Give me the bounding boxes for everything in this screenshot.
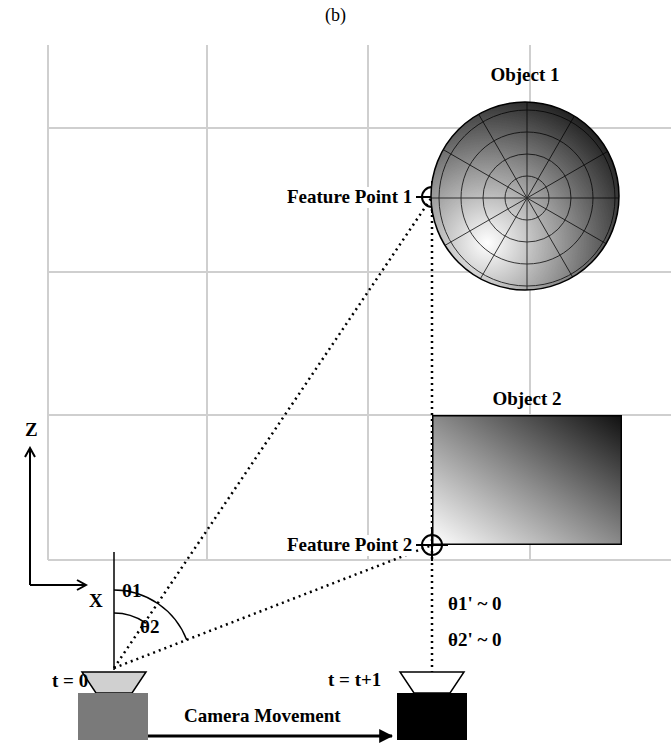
object-shape (432, 415, 622, 545)
camera-axis (114, 552, 187, 670)
object-heading: Object 2 (492, 389, 561, 410)
movement-label: Camera Movement (182, 706, 343, 727)
camera-t1 (397, 672, 467, 740)
time-label: t = 0 (52, 671, 88, 692)
box-object: Object 2 (432, 415, 622, 545)
feature-label: Feature Point 2 (285, 535, 414, 556)
axis-label: X (89, 591, 103, 612)
angle-value: θ2' ~ 0 (448, 630, 502, 651)
angle-label: θ1 (122, 581, 141, 602)
feature-label: Feature Point 1 (285, 187, 414, 208)
axes (30, 448, 86, 585)
object-shape (430, 101, 620, 291)
sphere-object: Object 1 (430, 101, 620, 291)
grid (48, 45, 671, 560)
camera-t0 (78, 672, 148, 740)
movement-arrow (148, 735, 392, 738)
panel-title: (b) (325, 6, 346, 26)
object-heading: Object 1 (490, 65, 559, 86)
axis-label: Z (25, 420, 38, 441)
time-label: t = t+1 (328, 670, 381, 691)
sight-lines (114, 197, 432, 672)
angle-label: θ2 (140, 617, 159, 638)
angle-value: θ1' ~ 0 (448, 594, 502, 615)
